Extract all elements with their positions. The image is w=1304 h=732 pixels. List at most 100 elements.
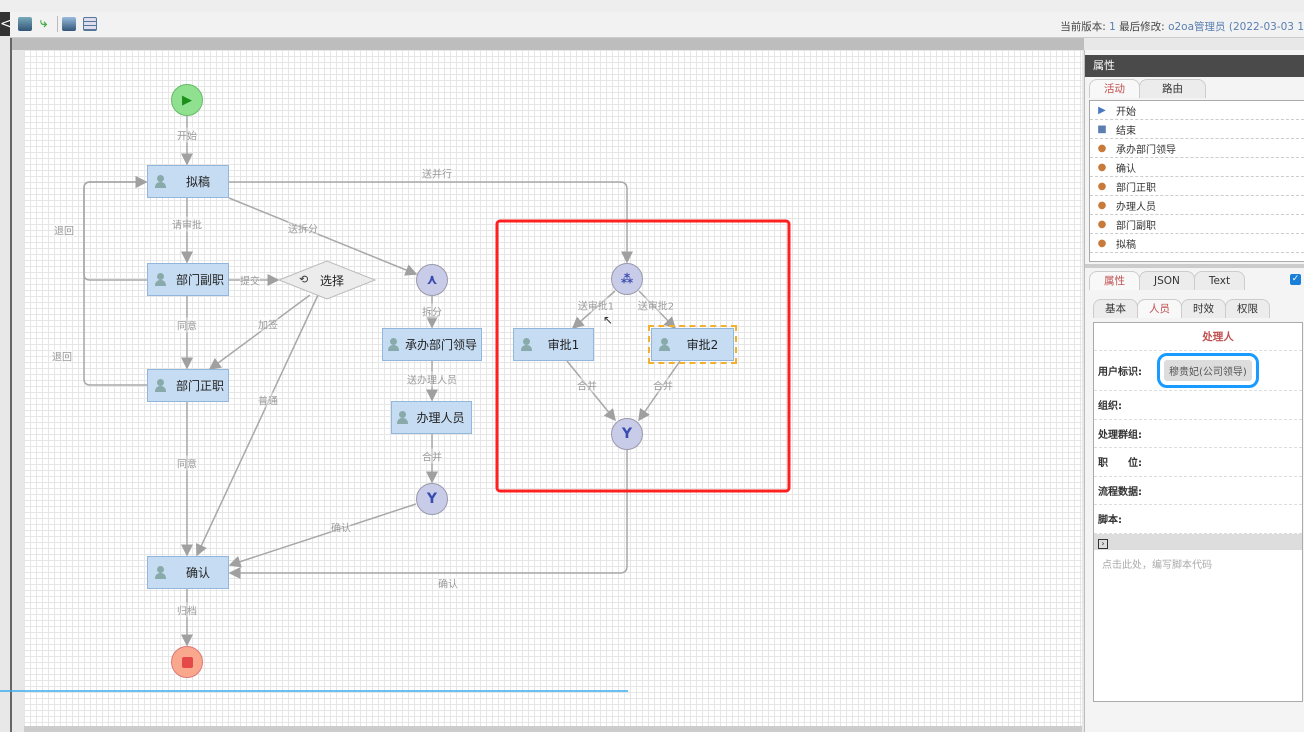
- list-item[interactable]: ●办理人员: [1090, 196, 1304, 215]
- edge-label: 送拆分: [288, 220, 318, 236]
- tab-properties[interactable]: 属性: [1089, 271, 1140, 290]
- person-icon: [387, 337, 401, 352]
- edge-label: 合并: [577, 377, 597, 393]
- list-item[interactable]: ■ 结束: [1090, 120, 1304, 139]
- edge-addsign[interactable]: [208, 294, 311, 370]
- script-toolbar: ›: [1094, 533, 1302, 550]
- tab-activities[interactable]: 活动: [1089, 79, 1140, 98]
- canvas-header-bar: [10, 38, 1084, 50]
- field-label-user: 用户标识:: [1098, 367, 1142, 378]
- expand-icon[interactable]: ›: [1098, 538, 1108, 549]
- node-approve-1[interactable]: 审批1: [513, 328, 594, 361]
- tab-text[interactable]: Text: [1193, 271, 1246, 290]
- list-icon[interactable]: [83, 17, 97, 31]
- split-node[interactable]: ⋏: [416, 264, 448, 296]
- red-highlight-box: [495, 219, 791, 493]
- save-as-icon[interactable]: [62, 17, 76, 31]
- save-icon[interactable]: [18, 17, 32, 31]
- node-label: 部门正职: [176, 379, 225, 393]
- mouse-cursor-icon: ↖: [603, 313, 614, 327]
- person-icon: [658, 337, 672, 352]
- person-icon: ●: [1097, 161, 1107, 173]
- node-deputy[interactable]: 部门副职: [147, 263, 229, 296]
- edge-label: 送并行: [422, 165, 452, 181]
- tab-routes[interactable]: 路由: [1139, 79, 1206, 98]
- field-label-group: 处理群组:: [1098, 429, 1142, 441]
- edge-confirm-1[interactable]: [228, 503, 417, 568]
- node-label: 确认: [185, 566, 210, 580]
- choice-diamond[interactable]: [277, 260, 377, 300]
- node-label: 审批1: [547, 338, 580, 352]
- edge-label: 确认: [438, 575, 458, 591]
- item-label: 结束: [1116, 125, 1136, 137]
- panel-splitter[interactable]: [1085, 264, 1304, 268]
- item-label: 办理人员: [1116, 201, 1156, 213]
- publish-icon[interactable]: ⤷: [40, 16, 48, 31]
- personnel-form: 处理人 用户标识: 穆贵妃(公司领导) 组织: 处理群组: 职 位: 流程数据:…: [1093, 322, 1303, 702]
- person-icon: [396, 410, 410, 425]
- list-item[interactable]: ●拟稿: [1090, 234, 1304, 253]
- node-label: 审批2: [686, 338, 719, 352]
- list-item[interactable]: ● 确认: [1090, 158, 1304, 177]
- field-label-script: 脚本:: [1098, 515, 1122, 527]
- node-handler[interactable]: 办理人员: [391, 401, 472, 434]
- node-draft[interactable]: 拟稿: [147, 165, 229, 198]
- parallel-icon: ⁂: [620, 272, 634, 286]
- person-icon: [154, 378, 168, 393]
- user-value-chip[interactable]: 穆贵妃(公司领导): [1157, 353, 1259, 388]
- node-label: 拟稿: [185, 175, 210, 189]
- node-chief[interactable]: 部门正职: [147, 369, 229, 402]
- edge-approve-2[interactable]: [638, 290, 677, 330]
- end-node[interactable]: [171, 646, 203, 678]
- item-label: 开始: [1116, 106, 1136, 118]
- edge-merge-1[interactable]: [566, 360, 616, 422]
- list-item[interactable]: ▶开始: [1090, 101, 1304, 120]
- merge-node[interactable]: Y: [416, 483, 448, 515]
- tab-personnel[interactable]: 人员: [1137, 299, 1182, 318]
- edge-approve-1[interactable]: [571, 290, 616, 329]
- collapse-button[interactable]: <: [0, 12, 12, 36]
- edge-merge-2[interactable]: [638, 360, 681, 422]
- item-label: 确认: [1116, 163, 1136, 175]
- edge-split[interactable]: [228, 197, 418, 276]
- node-confirm[interactable]: 确认: [147, 556, 229, 589]
- person-icon: [154, 565, 168, 580]
- tab-basic[interactable]: 基本: [1093, 299, 1138, 318]
- person-icon: ●: [1097, 180, 1107, 192]
- edge-parallel[interactable]: [229, 181, 633, 264]
- node-lead[interactable]: 承办部门领导: [382, 328, 482, 361]
- field-label-org: 组织:: [1098, 401, 1122, 413]
- edge-back-1[interactable]: [83, 176, 148, 281]
- list-item[interactable]: ●部门正职: [1090, 177, 1304, 196]
- edge-label: 合并: [653, 377, 673, 393]
- horizontal-scrollbar[interactable]: [24, 726, 1082, 732]
- tab-json[interactable]: JSON: [1139, 271, 1195, 290]
- tab-permissions[interactable]: 权限: [1225, 299, 1270, 318]
- list-item[interactable]: ●部门副职: [1090, 215, 1304, 234]
- script-editor[interactable]: 点击此处，编写脚本代码: [1102, 559, 1212, 571]
- end-icon: ■: [1097, 123, 1107, 135]
- edge-label: 普通: [258, 392, 278, 408]
- person-icon: [154, 272, 168, 287]
- modified-by[interactable]: o2oa管理员 (2022-03-03 1: [1168, 21, 1304, 33]
- edge-label: 开始: [177, 127, 197, 143]
- edge-confirm-2[interactable]: [228, 450, 628, 579]
- list-item[interactable]: ●承办部门领导: [1090, 139, 1304, 158]
- play-icon: ▶: [182, 92, 192, 108]
- tab-timing[interactable]: 时效: [1181, 299, 1226, 318]
- version-number: 1: [1109, 21, 1116, 33]
- edge-back-2[interactable]: [83, 176, 148, 386]
- person-icon: [520, 337, 534, 352]
- edge-label: 送审批2: [637, 297, 675, 313]
- merge-node-2[interactable]: Y: [611, 418, 643, 450]
- parallel-node[interactable]: ⁂: [611, 263, 643, 295]
- stop-icon: [181, 656, 193, 668]
- start-node[interactable]: ▶: [171, 84, 203, 116]
- checkbox[interactable]: ✓: [1290, 274, 1301, 285]
- section-title: 处理人: [1094, 323, 1302, 351]
- node-approve-2[interactable]: 审批2: [648, 325, 737, 364]
- version-label: 当前版本:: [1060, 21, 1110, 33]
- person-icon: ●: [1097, 237, 1107, 249]
- node-label: 部门副职: [176, 273, 225, 287]
- edge-normal[interactable]: [195, 294, 319, 557]
